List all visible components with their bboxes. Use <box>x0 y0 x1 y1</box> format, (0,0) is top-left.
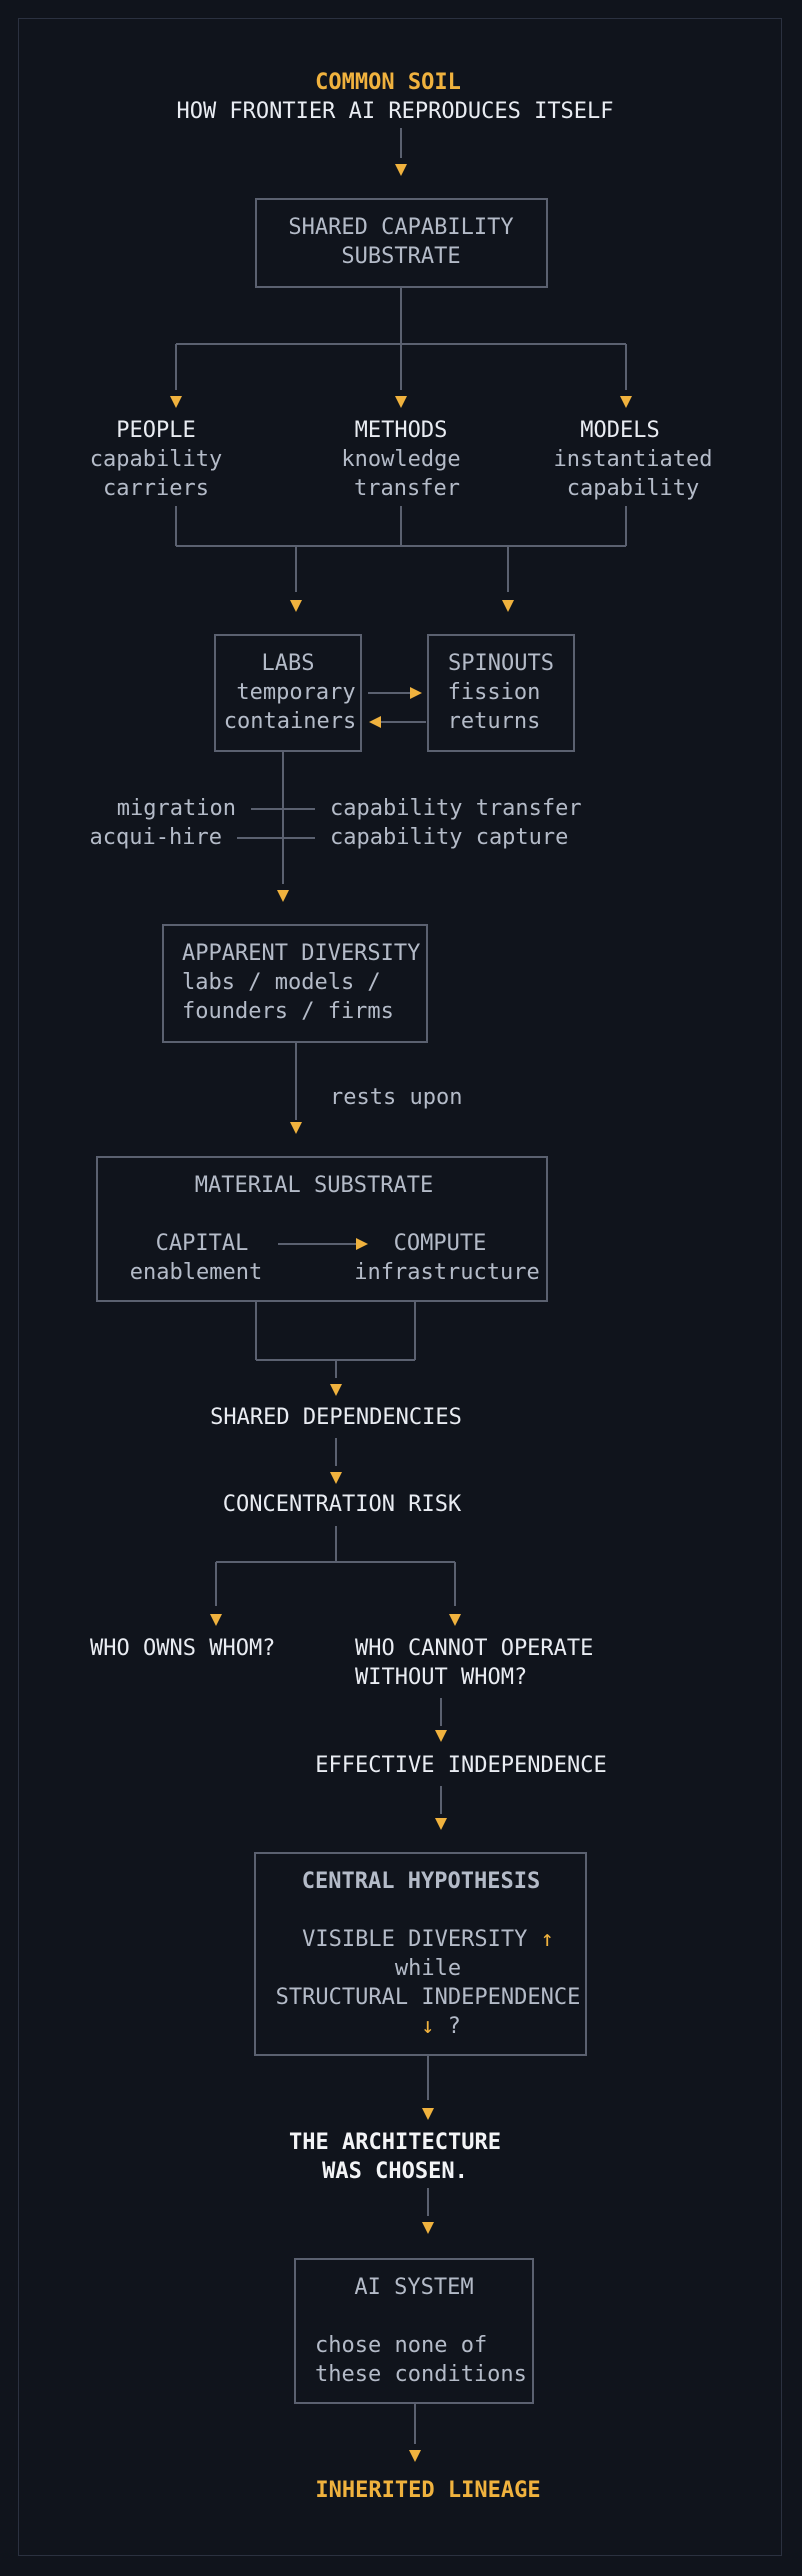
pillar-people-line1: capability <box>89 447 223 472</box>
question-who-cannot-operate-line2: WITHOUT WHOM? <box>355 1665 528 1690</box>
ai-system-line2: these conditions <box>315 2362 527 2387</box>
material-compute-sub: infrastructure <box>354 1260 540 1285</box>
question-who-cannot-operate-line1: WHO CANNOT OPERATE <box>355 1636 594 1661</box>
inherited-lineage: INHERITED LINEAGE <box>315 2478 541 2503</box>
labs-title: LABS <box>261 651 315 676</box>
substrate-label-line2: SUBSTRATE <box>341 244 461 269</box>
material-box <box>96 1156 548 1302</box>
material-compute: COMPUTE <box>393 1231 487 1256</box>
effective-independence: EFFECTIVE INDEPENDENCE <box>315 1753 607 1778</box>
pillar-methods-line1: knowledge <box>341 447 461 472</box>
pillar-methods-title: METHODS <box>354 418 448 443</box>
hypothesis-line2: while <box>394 1956 462 1981</box>
rests-upon-label: rests upon <box>330 1085 463 1110</box>
material-capital-sub: enablement <box>129 1260 263 1285</box>
substrate-box <box>255 198 548 288</box>
ai-system-line1: chose none of <box>315 2333 488 2358</box>
diagram-subtitle: HOW FRONTIER AI REPRODUCES ITSELF <box>176 99 614 124</box>
architecture-line2: WAS CHOSEN. <box>322 2159 468 2184</box>
arrow-up-icon: ↑ <box>540 1927 554 1952</box>
concentration-risk: CONCENTRATION RISK <box>222 1492 462 1517</box>
substrate-label-line1: SHARED CAPABILITY <box>288 215 514 240</box>
ai-system-title: AI SYSTEM <box>354 2275 474 2300</box>
hypothesis-line3: STRUCTURAL INDEPENDENCE <box>275 1985 581 2010</box>
spinouts-line2: returns <box>447 709 541 734</box>
material-capital: CAPITAL <box>155 1231 249 1256</box>
labs-box <box>214 634 362 752</box>
labs-line1: temporary <box>236 680 356 705</box>
flow-acquihire: acqui-hire <box>89 825 222 850</box>
spinouts-box <box>427 634 575 752</box>
hypothesis-title: CENTRAL HYPOTHESIS <box>301 1869 541 1894</box>
flow-capability-capture: capability capture <box>330 825 569 850</box>
pillar-people-title: PEOPLE <box>116 418 196 443</box>
question-who-owns-whom: WHO OWNS WHOM? <box>90 1636 276 1661</box>
hypothesis-question-mark: ? <box>447 2014 461 2039</box>
diversity-line1: labs / models / <box>182 970 381 995</box>
labs-line2: containers <box>223 709 357 734</box>
diagram-title: COMMON SOIL <box>315 70 461 95</box>
diversity-box <box>162 924 428 1043</box>
architecture-line1: THE ARCHITECTURE <box>289 2130 501 2155</box>
diagram-frame <box>18 18 782 2556</box>
shared-dependencies: SHARED DEPENDENCIES <box>210 1405 462 1430</box>
diversity-title: APPARENT DIVERSITY <box>182 941 421 966</box>
pillar-models-line1: instantiated <box>553 447 713 472</box>
flow-capability-transfer: capability transfer <box>330 796 582 821</box>
arrow-down-icon: ↓ <box>421 2014 435 2039</box>
material-title: MATERIAL SUBSTRATE <box>194 1173 434 1198</box>
hypothesis-line4: ↓ ? <box>421 2012 461 2041</box>
flow-migration: migration <box>116 796 236 821</box>
pillar-methods-line2: transfer <box>354 476 460 501</box>
hypothesis-visible-diversity: VISIBLE DIVERSITY <box>302 1927 528 1952</box>
pillar-models-title: MODELS <box>580 418 660 443</box>
pillar-models-line2: capability <box>566 476 700 501</box>
spinouts-title: SPINOUTS <box>448 651 554 676</box>
diversity-line2: founders / firms <box>182 999 394 1024</box>
spinouts-line1: fission <box>447 680 541 705</box>
hypothesis-line1: VISIBLE DIVERSITY ↑ <box>302 1925 554 1954</box>
ai-system-box <box>294 2258 534 2404</box>
pillar-people-line2: carriers <box>103 476 209 501</box>
hypothesis-box <box>254 1852 587 2056</box>
